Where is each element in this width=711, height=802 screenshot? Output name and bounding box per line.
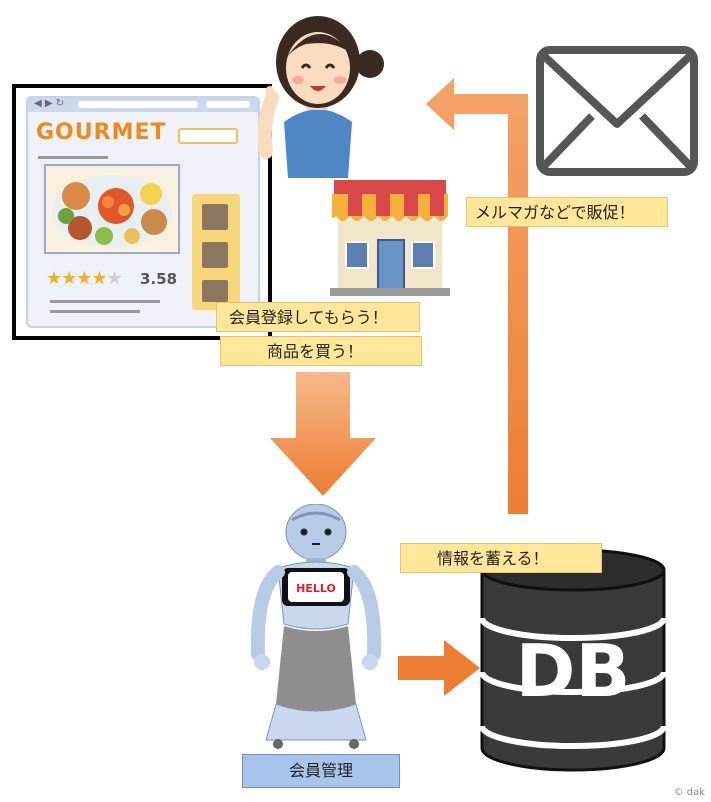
food-photo	[44, 164, 180, 254]
text-line	[38, 156, 108, 159]
browser-toolbar: ◀ ▶ ↻	[28, 98, 258, 112]
text-line	[50, 300, 160, 303]
buy-product-label: 商品を買う！	[220, 336, 422, 366]
side-panel	[192, 194, 240, 310]
mail-promo-label: メルマガなどで販促！	[466, 197, 668, 227]
website-illustration: ◀ ▶ ↻ GOURMET	[12, 84, 272, 340]
arrow-return-icon	[426, 78, 528, 514]
woman-icon	[257, 16, 384, 178]
member-management-label: 会員管理	[242, 754, 400, 788]
site-brand: GOURMET	[36, 120, 167, 145]
browser-window: ◀ ▶ ↻ GOURMET	[26, 96, 260, 328]
arrow-right-icon	[398, 640, 480, 696]
arrow-down-icon	[270, 372, 376, 496]
thumbnail	[202, 204, 228, 230]
robot-badge-text: HELLO	[296, 582, 336, 595]
rating-value: 3.58	[140, 270, 178, 288]
address-bar	[78, 101, 198, 108]
envelope-icon	[536, 46, 698, 176]
database-label: DB	[516, 629, 631, 713]
search-bar	[206, 101, 250, 108]
robot-icon: HELLO	[250, 504, 382, 749]
copyright-text: © dak	[673, 787, 705, 798]
site-search-box	[178, 128, 238, 144]
text-line	[50, 310, 140, 313]
rating-stars: ★★★★★	[46, 268, 123, 289]
store-info-label: 情報を蓄える！	[400, 543, 602, 573]
thumbnail	[202, 280, 228, 302]
back-arrow-icon: ◀ ▶ ↻	[34, 98, 65, 109]
shop-icon	[330, 180, 450, 296]
thumbnail	[202, 242, 228, 268]
database-icon: DB	[479, 548, 667, 772]
member-register-label: 会員登録してもらう！	[216, 302, 420, 332]
food-icon	[46, 166, 178, 252]
